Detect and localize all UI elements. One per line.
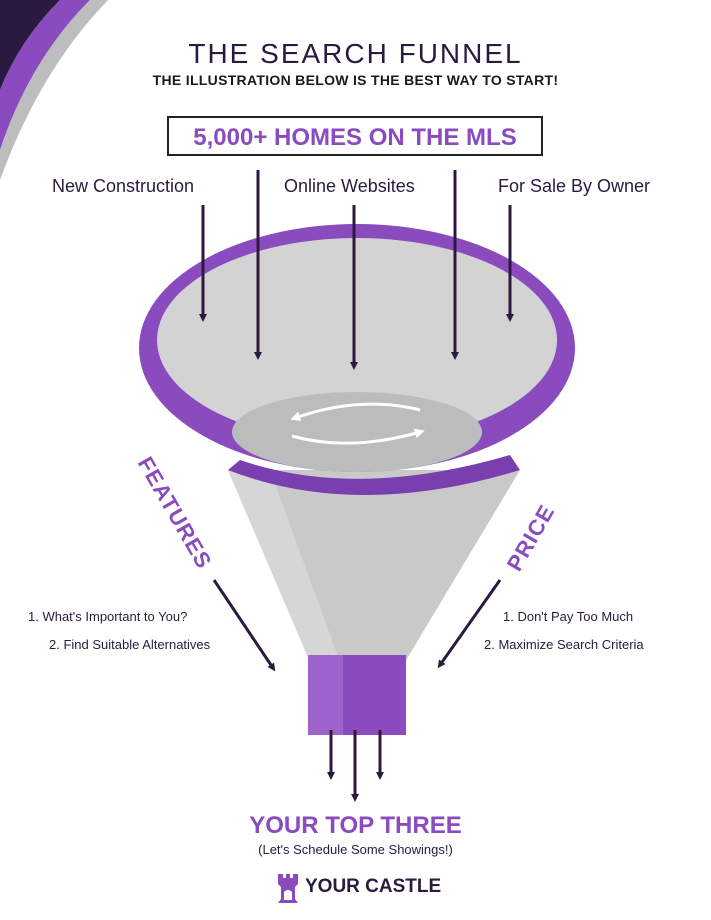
source-online-websites: Online Websites bbox=[284, 176, 415, 196]
result-subtitle: (Let's Schedule Some Showings!) bbox=[258, 842, 453, 857]
feature-item-1: 1. What's Important to You? bbox=[28, 609, 188, 624]
source-fsbo: For Sale By Owner bbox=[498, 176, 651, 196]
corner-swoosh-decoration bbox=[0, 0, 108, 180]
price-item-1: 1. Don't Pay Too Much bbox=[503, 609, 634, 624]
result-title: YOUR TOP THREE bbox=[249, 812, 462, 839]
source-new-construction: New Construction bbox=[52, 176, 195, 196]
mls-homes-box: 5,000+ HOMES ON THE MLS bbox=[167, 116, 543, 156]
page-title: THE SEARCH FUNNEL bbox=[188, 38, 523, 69]
brand-name: YOUR CASTLE bbox=[305, 876, 442, 897]
price-item-2: 2. Maximize Search Criteria bbox=[484, 637, 644, 652]
swirl-arrows-icon bbox=[290, 402, 421, 422]
feature-item-2: 2. Find Suitable Alternatives bbox=[49, 637, 211, 652]
castle-logo-icon bbox=[278, 874, 298, 903]
source-arrows bbox=[199, 170, 514, 802]
page-subtitle: THE ILLUSTRATION BELOW IS THE BEST WAY T… bbox=[152, 72, 559, 88]
